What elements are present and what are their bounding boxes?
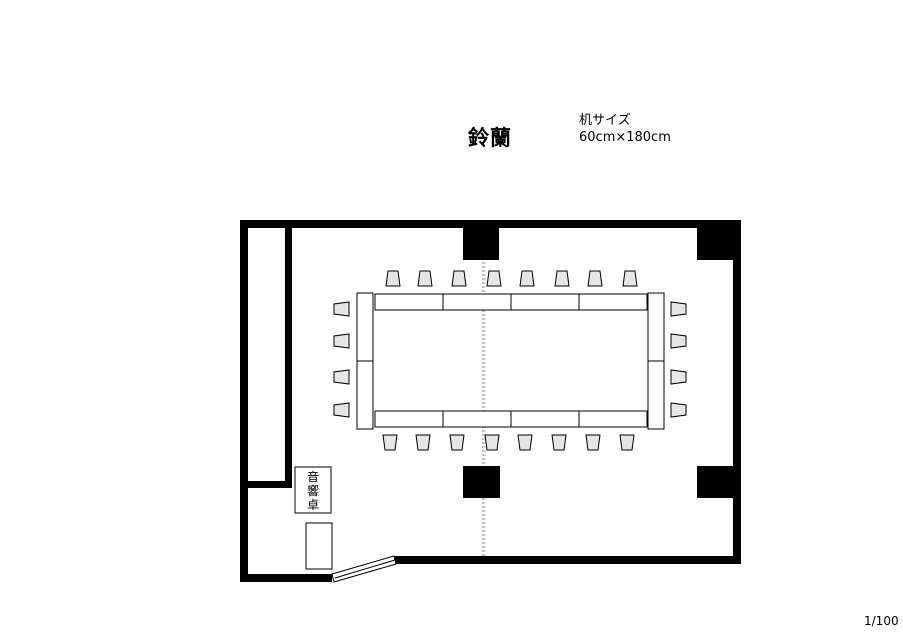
audio-desk-box — [294, 466, 332, 514]
chair — [382, 434, 398, 451]
audio-desk-char-1: 音 — [307, 469, 319, 484]
chair — [554, 270, 570, 287]
table-top-3 — [510, 293, 580, 311]
desk-size-note: 机サイズ 60cm×180cm — [579, 112, 671, 146]
chair — [670, 402, 687, 418]
wall-bottom-right — [394, 556, 741, 564]
table-bottom-4 — [578, 410, 648, 428]
chair — [333, 402, 350, 418]
chair — [451, 270, 467, 287]
chair — [670, 333, 687, 349]
chair — [670, 301, 687, 317]
wall-bottom-left — [240, 574, 332, 582]
scale-label: 1/100 — [864, 614, 899, 628]
table-top-2 — [442, 293, 512, 311]
table-bottom-3 — [510, 410, 580, 428]
table-right-1 — [647, 292, 665, 362]
table-top-1 — [374, 293, 444, 311]
chair — [517, 434, 533, 451]
walls — [240, 220, 741, 582]
table-left-2 — [356, 360, 374, 430]
desk-size-label: 机サイズ — [579, 113, 631, 128]
chair — [484, 434, 500, 451]
table-top-4 — [578, 293, 648, 311]
wall-left — [240, 220, 248, 582]
chair — [551, 434, 567, 451]
pillar-bottom-center — [463, 466, 500, 498]
chair — [333, 369, 350, 385]
chairs — [333, 270, 687, 451]
room-title: 鈴蘭 — [468, 126, 512, 150]
chair — [449, 434, 465, 451]
chair — [417, 270, 433, 287]
table-bottom-1 — [374, 410, 444, 428]
chair — [585, 434, 601, 451]
audio-desk-char-2: 響 — [307, 483, 319, 498]
door — [331, 555, 397, 583]
pillar-bottom-right — [697, 466, 733, 498]
table-left-1 — [356, 292, 374, 362]
chair — [670, 369, 687, 385]
table-bottom-2 — [442, 410, 512, 428]
pillar-top-right — [697, 228, 733, 260]
chair — [333, 333, 350, 349]
wall-right — [733, 220, 741, 564]
audio-desk-char-3: 卓 — [307, 498, 319, 512]
chair — [519, 270, 535, 287]
wall-top — [240, 220, 741, 228]
chair — [587, 270, 603, 287]
audio-rack — [305, 522, 333, 570]
chair — [333, 301, 350, 317]
closet-wall-horizontal — [248, 481, 292, 488]
pillar-top-center — [463, 228, 499, 260]
closet-wall-vertical — [285, 228, 292, 488]
chair — [619, 434, 635, 451]
chair — [622, 270, 638, 287]
desk-size-value: 60cm×180cm — [579, 130, 671, 145]
chair — [486, 270, 502, 287]
tables — [356, 292, 665, 430]
audio-desk: 音 響 卓 — [294, 466, 333, 570]
chair — [385, 270, 401, 287]
chair — [415, 434, 431, 451]
table-right-2 — [647, 360, 665, 430]
